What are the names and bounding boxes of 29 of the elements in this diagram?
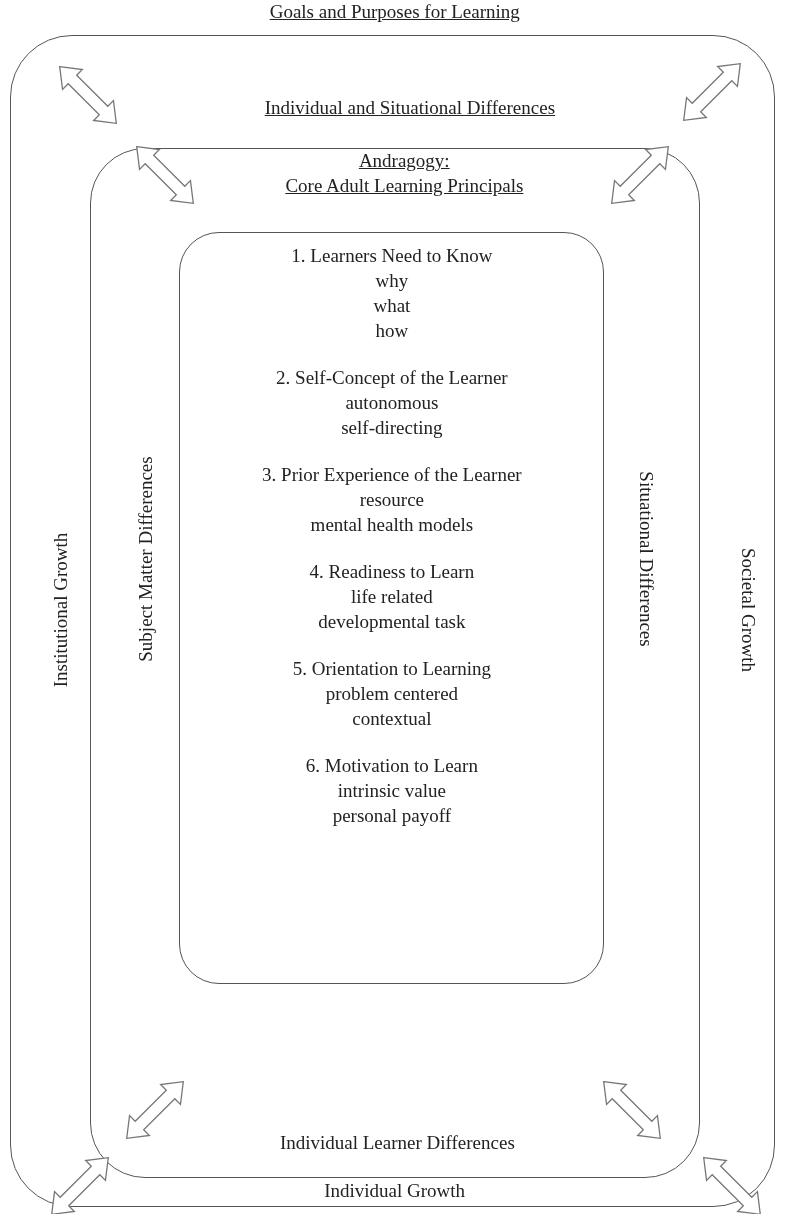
ring-label: Societal Growth [736,547,759,672]
principle-heading: 1. Learners Need to Know [291,244,493,269]
heading: Core Adult Learning Principals [285,175,524,198]
principle-heading: 5. Orientation to Learning [292,657,492,682]
ring-label: Situational Differences [634,471,657,648]
list-item: intrinsic value [337,779,446,804]
ring-label: Individual Learner Differences [279,1132,515,1155]
list-item: contextual [352,707,432,732]
list-item: autonomous [345,391,439,416]
principle-heading: 6. Motivation to Learn [305,754,478,779]
principle-heading: 2. Self-Concept of the Learner [276,366,508,391]
ring-label: Institutional Growth [50,532,73,687]
list-item: mental health models [310,513,474,538]
list-item: what [373,294,411,319]
list-item: personal payoff [332,804,452,829]
list-item: how [375,319,409,344]
heading: Individual and Situational Differences [264,96,556,119]
principles-box [179,232,605,985]
ring-label: Individual Growth [324,1179,466,1202]
list-item: resource [359,488,425,513]
principle-heading: 4. Readiness to Learn [309,560,475,585]
list-item: why [375,269,409,294]
principle-heading: 3. Prior Experience of the Learner [262,463,522,488]
list-item: self-directing [341,416,443,441]
list-item: life related [351,585,433,610]
ring-label: Subject Matter Differences [134,456,157,663]
heading: Andragogy: [358,150,450,173]
list-item: developmental task [318,610,466,635]
list-item: problem centered [325,682,459,707]
